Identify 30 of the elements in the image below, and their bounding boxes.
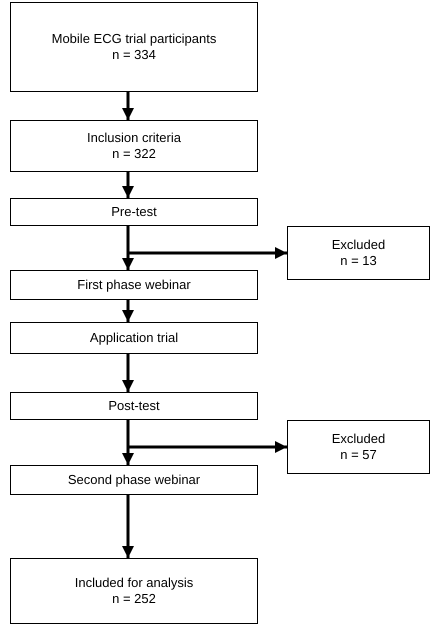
box-text: n = 57 [340,447,377,463]
box-text: Pre-test [111,204,157,220]
process-box [10,465,258,495]
box-text: Excluded [332,431,386,447]
process-box [287,226,430,280]
arrow [122,300,134,322]
box-text: n = 334 [112,47,156,63]
box-text: n = 13 [340,253,377,269]
process-box [10,392,258,420]
box-text: First phase webinar [77,277,191,293]
box-text: Mobile ECG trial participants [52,31,216,47]
box-text: Second phase webinar [68,472,200,488]
arrow [122,172,134,198]
process-box [10,558,258,624]
process-box [10,198,258,226]
box-text: Included for analysis [74,575,194,591]
process-box [10,2,258,92]
box-text: n = 322 [112,146,156,162]
process-box [10,120,258,172]
box-text: n = 252 [112,591,156,607]
process-box [10,322,258,354]
arrow [122,92,134,120]
box-text: Inclusion criteria [87,130,181,146]
box-text: Application trial [90,330,178,346]
process-box [10,270,258,300]
arrow [122,495,134,558]
process-box [287,420,430,474]
box-text: Excluded [332,237,386,253]
arrow [122,354,134,392]
box-text: Post-test [108,398,160,414]
